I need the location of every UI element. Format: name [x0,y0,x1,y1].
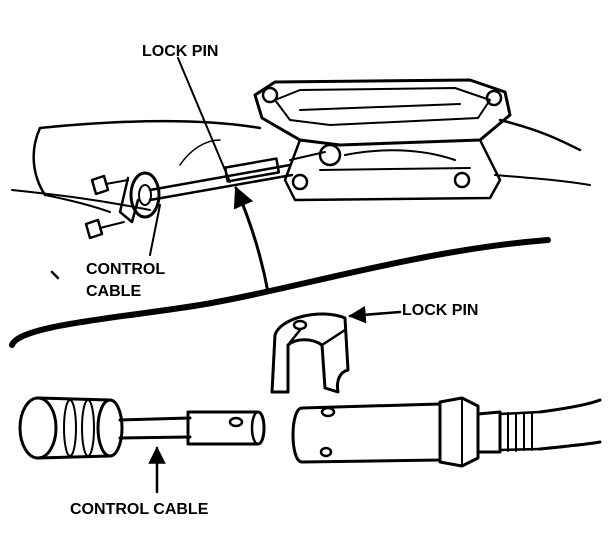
lock-pin-arrow [348,306,402,324]
detail-illustration [18,306,602,494]
bolt-icon [90,174,129,196]
callout-control-cable-line1: CONTROL [86,261,165,278]
detail-arrow [233,186,270,294]
cable-end-fitting [18,396,192,460]
sleeve-hole [319,446,333,458]
cable-housing-sleeve [291,396,602,468]
mount-hole [485,89,503,107]
mount-hole [261,86,279,104]
hex-nut [438,396,480,468]
mount-hole [291,173,309,191]
pivot-hole [318,143,342,167]
callout-control-cable-line2: CABLE [86,283,141,300]
view-divider [9,237,551,348]
control-cable-leader [149,204,161,256]
sleeve-hole [320,406,336,418]
mount-hole [453,171,471,189]
column-tube [11,119,262,213]
small-mark [50,270,60,280]
callout-lock-pin-top: LOCK PIN [142,43,218,60]
cable-fitting [129,171,161,219]
shifter-housing [253,78,591,202]
bolt-icon [84,218,125,240]
lock-pin-leader [177,57,231,183]
overview-illustration [11,57,591,280]
pin-hole [228,416,244,428]
cable-pin-tube [186,410,266,446]
lock-pin-clip [270,312,350,394]
callout-control-cable-detail: CONTROL CABLE [70,501,209,518]
callout-lock-pin-detail: LOCK PIN [402,302,478,319]
